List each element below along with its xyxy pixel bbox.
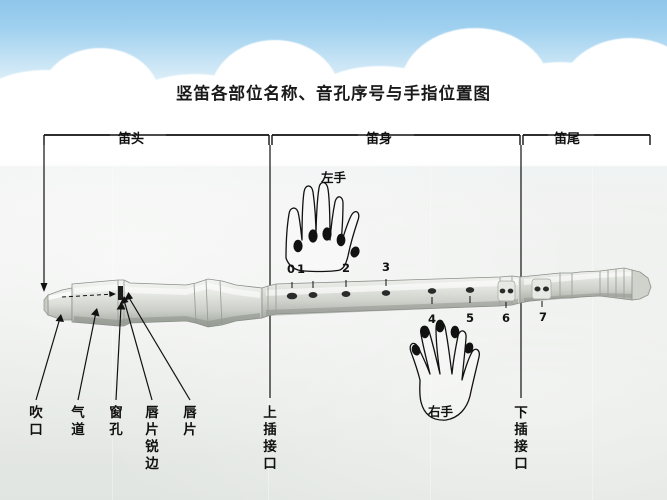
hole-number-4: 4 [428,312,437,326]
callout-arrowheads [55,292,133,322]
left-hand-label: 左手 [321,170,347,185]
tone-hole-6 [497,280,516,302]
callout-label-window-hole: 窗孔 [109,405,123,438]
paper-streak [268,150,269,500]
callout-label-lip-edge: 唇片锐边 [145,405,159,472]
section-bracket-body [271,134,521,145]
tone-hole-0 [286,292,298,300]
hole-number-6: 6 [502,311,511,325]
left-hand-illustration [285,181,360,273]
tone-hole-2 [341,291,351,297]
right-hand-label: 右手 [428,404,454,419]
air-duct-dashed-line [61,293,115,298]
tone-hole-1 [308,292,318,298]
callout-label-upper-joint: 上插接口 [263,405,277,472]
callout-label-lip-plate: 唇片 [183,405,197,438]
page-title: 竖笛各部位名称、音孔序号与手指位置图 [176,84,491,103]
section-label-body: 笛身 [366,132,393,147]
callout-label-air-duct: 气道 [71,405,85,438]
hole-number-7: 7 [539,310,548,324]
hole-number-3: 3 [382,260,391,274]
air-duct-arrowhead [109,291,116,297]
section-divider-lines [43,145,522,398]
hole-number-2: 2 [342,261,351,275]
hole-number-0: 0 [287,262,296,276]
window-hole-shape [118,286,123,300]
right-hand-illustration [409,320,480,421]
section-bracket-head [43,134,270,145]
section-label-head: 笛头 [118,132,145,147]
hole-number-ticks [291,279,543,308]
callout-leader-lines [35,295,191,401]
tone-hole-3 [381,290,391,296]
callout-label-blow-hole: 吹口 [29,405,43,438]
hole-number-5: 5 [466,311,475,325]
section-bracket-foot [522,134,651,145]
tone-hole-5 [465,287,475,293]
recorder-illustration [43,267,652,328]
callout-label-lower-joint: 下插接口 [514,405,528,472]
tone-hole-4 [427,288,437,294]
tone-hole-7 [531,278,552,300]
section-label-foot: 笛尾 [554,132,581,147]
paper-streak [592,150,593,500]
paper-streak [430,150,431,500]
left-hand-fingertips [293,227,360,258]
right-hand-fingertips [411,319,474,356]
hole-number-1: 1 [297,262,306,276]
